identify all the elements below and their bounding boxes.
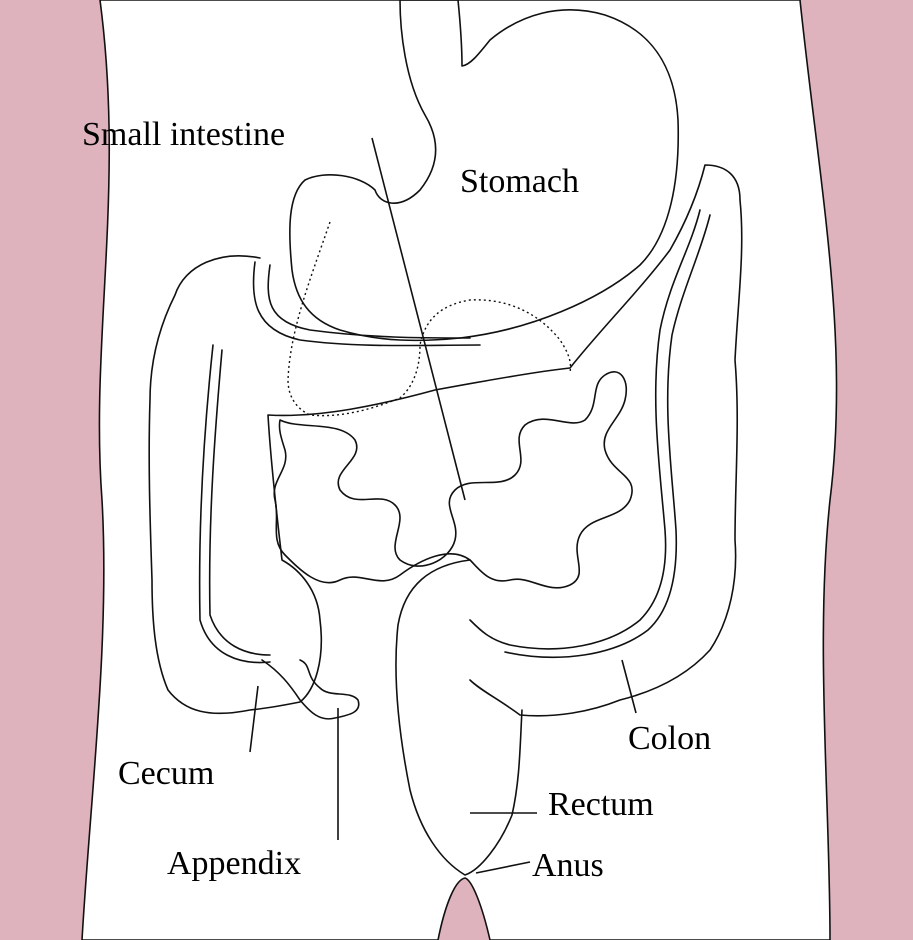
torso-silhouette (81, 0, 838, 940)
label-rectum: Rectum (548, 786, 654, 823)
label-small-intestine: Small intestine (82, 116, 286, 153)
label-cecum: Cecum (118, 755, 215, 792)
label-anus: Anus (532, 847, 604, 884)
small-intestine-shape (273, 371, 633, 589)
leader-anus (475, 861, 531, 874)
stomach-shape (289, 0, 680, 342)
leader-colon (621, 659, 637, 714)
label-appendix: Appendix (167, 845, 302, 882)
leader-cecum (249, 685, 259, 753)
colon-shape (148, 164, 743, 717)
leader-small-intestine (371, 137, 466, 501)
cecum-shape (261, 659, 360, 720)
label-stomach: Stomach (460, 163, 579, 200)
label-colon: Colon (628, 720, 712, 757)
rectum-shape (395, 559, 523, 876)
liver-dotted-outline (287, 221, 572, 417)
